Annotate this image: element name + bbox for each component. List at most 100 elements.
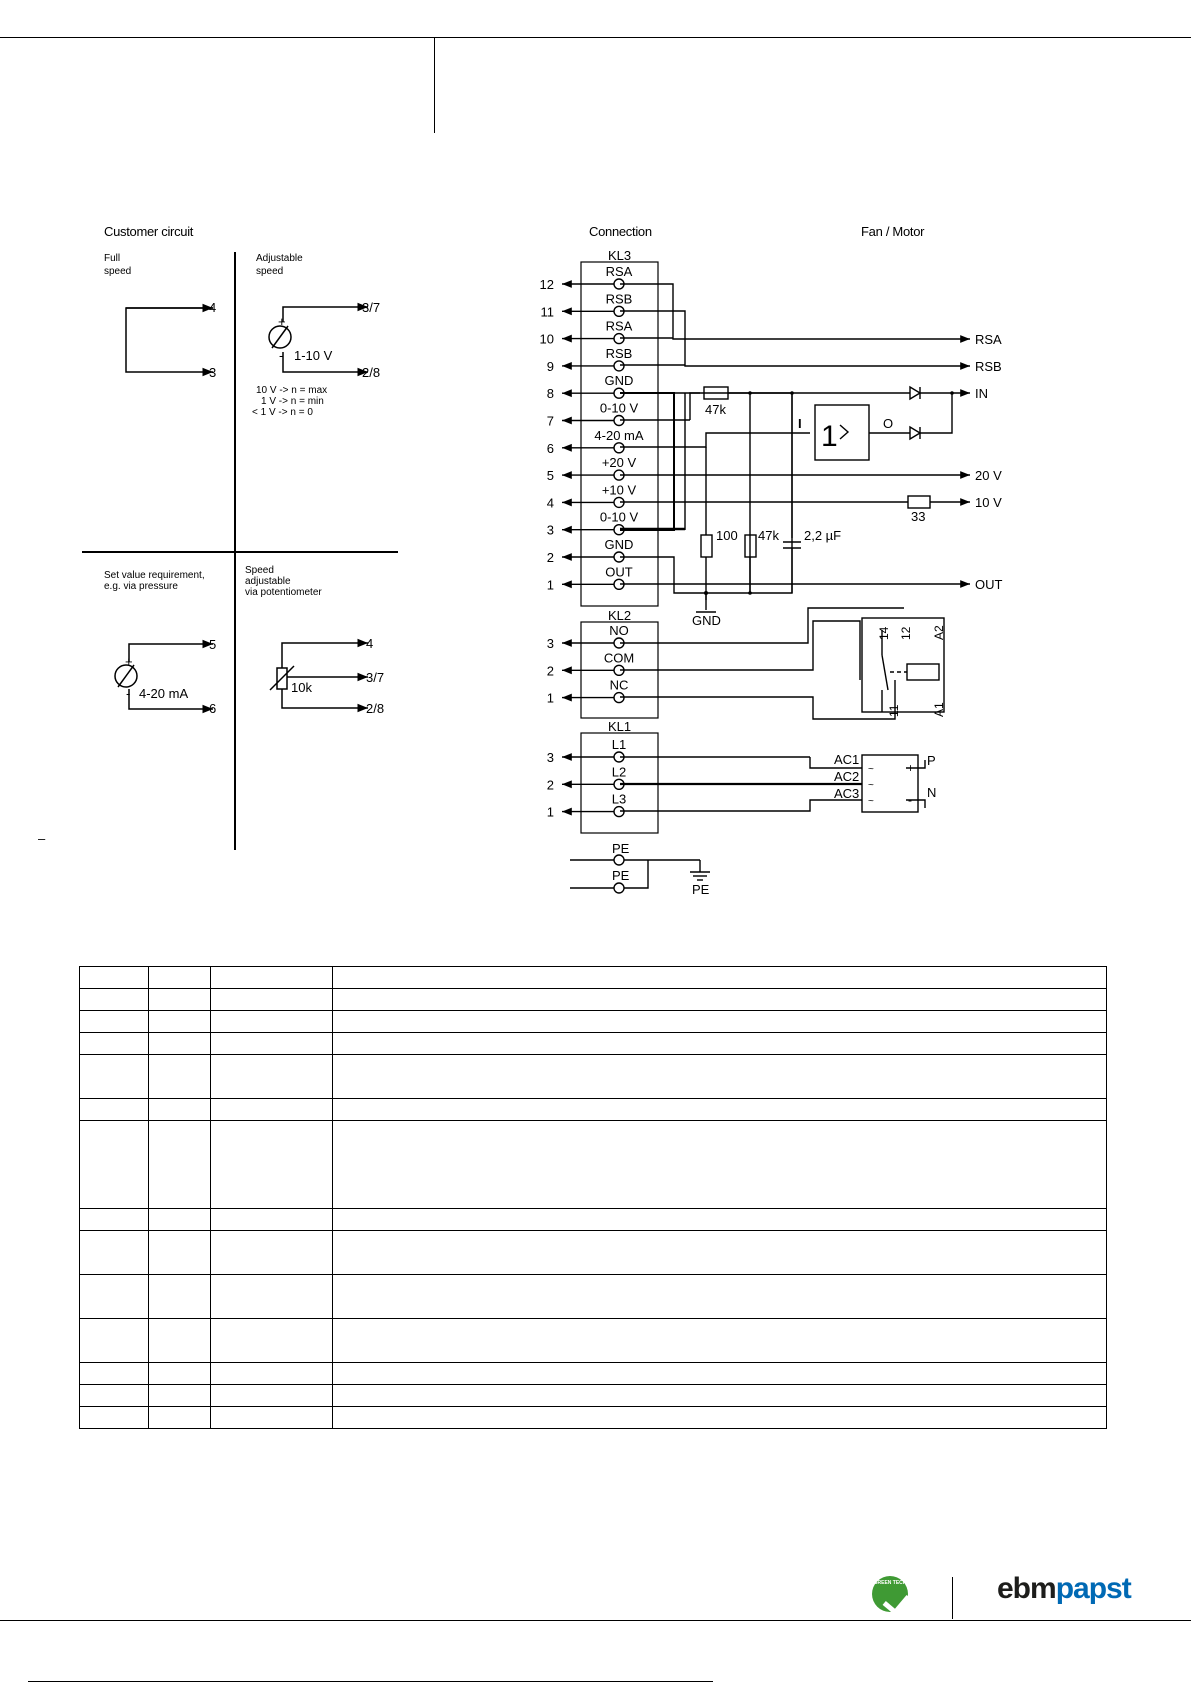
table-cell — [210, 1208, 333, 1231]
speed-rule-3: < 1 V -> n = 0 — [252, 407, 313, 418]
table-row — [79, 1010, 1107, 1033]
terminal-name: NC — [610, 678, 629, 693]
pot-terminal-37: 3/7 — [366, 670, 384, 685]
terminal-number: 7 — [547, 414, 554, 429]
terminal-name: L2 — [612, 764, 626, 779]
table-cell — [210, 1010, 333, 1033]
set-terminal-6: 6 — [209, 701, 216, 716]
terminal-name: RSB — [606, 291, 633, 306]
header-divider — [434, 37, 435, 133]
table-row — [79, 988, 1107, 1011]
terminal-name: GND — [605, 537, 634, 552]
table-cell — [79, 1318, 149, 1363]
table-cell — [148, 1362, 211, 1385]
terminal-number: 10 — [540, 332, 554, 347]
current-range-label: 4-20 mA — [139, 686, 188, 701]
footer-logo-divider — [952, 1577, 953, 1619]
table-row — [79, 1406, 1107, 1429]
terminal-name: 0-10 V — [600, 401, 639, 416]
table-cell — [332, 1362, 1107, 1385]
terminal-circle — [613, 442, 625, 454]
amp-in-label: I — [798, 416, 802, 431]
table-cell — [148, 1274, 211, 1319]
table-cell — [332, 1054, 1107, 1099]
table-cell — [332, 966, 1107, 989]
table-cell — [79, 1362, 149, 1385]
table-row — [79, 1230, 1107, 1275]
terminal-number: 2 — [547, 777, 554, 792]
amp-out-label: O — [883, 416, 893, 431]
customer-circuit-title: Customer circuit — [104, 224, 194, 239]
table-cell — [210, 1230, 333, 1275]
terminal-name: +10 V — [602, 482, 637, 497]
rect-minus: - — [908, 793, 912, 807]
rect-tilde-1: ~ — [868, 764, 874, 775]
ac2-label: AC2 — [834, 769, 859, 784]
r47k-a-label: 47k — [705, 402, 726, 417]
terminal-number: 6 — [547, 441, 554, 456]
out-20v: 20 V — [975, 468, 1002, 483]
full-speed-terminal-4: 4 — [209, 300, 216, 315]
pe-ground-label: PE — [692, 882, 710, 897]
table-cell — [210, 1098, 333, 1121]
table-cell — [210, 966, 333, 989]
table-row — [79, 1120, 1107, 1209]
out-rsb: RSB — [975, 359, 1002, 374]
full-speed-label-1: Full — [104, 253, 120, 264]
rect-p-label: P — [927, 753, 936, 768]
table-cell — [79, 1384, 149, 1407]
table-cell — [210, 1384, 333, 1407]
terminal-number: 11 — [541, 304, 555, 319]
terminal-name: L3 — [612, 792, 626, 807]
terminal-name: L1 — [612, 737, 626, 752]
table-cell — [210, 988, 333, 1011]
header-top-rule — [0, 37, 1191, 38]
speed-pot-label-1: Speed — [245, 565, 274, 576]
adj-minus: - — [279, 348, 283, 363]
table-cell — [148, 966, 211, 989]
terminal-name: NO — [609, 623, 629, 638]
pot-value-label: 10k — [291, 680, 312, 695]
table-cell — [79, 1208, 149, 1231]
table-cell — [148, 1208, 211, 1231]
table-cell — [148, 1054, 211, 1099]
spec-table — [79, 966, 1107, 1429]
table-cell — [332, 1098, 1107, 1121]
table-cell — [148, 1318, 211, 1363]
terminal-name: RSB — [606, 346, 633, 361]
out-10v: 10 V — [975, 495, 1002, 510]
terminal-name: COM — [604, 650, 634, 665]
table-cell — [210, 1406, 333, 1429]
terminal-number: 3 — [547, 523, 554, 538]
terminal-name: RSA — [606, 264, 633, 279]
relay-a2: A2 — [932, 625, 946, 640]
set-value-label-1: Set value requirement, — [104, 570, 205, 581]
table-row — [79, 1274, 1107, 1319]
table-cell — [148, 1120, 211, 1209]
table-cell — [210, 1032, 333, 1055]
kl3-label: KL3 — [608, 248, 631, 263]
green-tech-icon — [872, 1576, 908, 1612]
table-row — [79, 1362, 1107, 1385]
terminal-name: RSA — [606, 319, 633, 334]
ac3-label: AC3 — [834, 786, 859, 801]
full-speed-label-2: speed — [104, 266, 131, 277]
terminal-number: 3 — [547, 636, 554, 651]
brand-logo: ebmpapst — [997, 1572, 1132, 1606]
table-cell — [332, 1318, 1107, 1363]
table-row — [79, 1318, 1107, 1363]
r100-label: 100 — [716, 528, 738, 543]
set-terminal-5: 5 — [209, 637, 216, 652]
set-value-label-2: e.g. via pressure — [104, 581, 178, 592]
table-row — [79, 1054, 1107, 1099]
cap-label: 2,2 µF — [804, 528, 841, 543]
fan-motor-title: Fan / Motor — [861, 224, 925, 239]
table-cell — [210, 1274, 333, 1319]
amp-num: 1 — [821, 420, 838, 453]
terminal-number: 3 — [547, 750, 554, 765]
terminal-number: 1 — [547, 691, 554, 706]
out-rsa: RSA — [975, 332, 1002, 347]
adj-plus: + — [278, 314, 286, 329]
terminal-number: 8 — [547, 386, 554, 401]
footer-rule — [0, 1620, 1191, 1621]
